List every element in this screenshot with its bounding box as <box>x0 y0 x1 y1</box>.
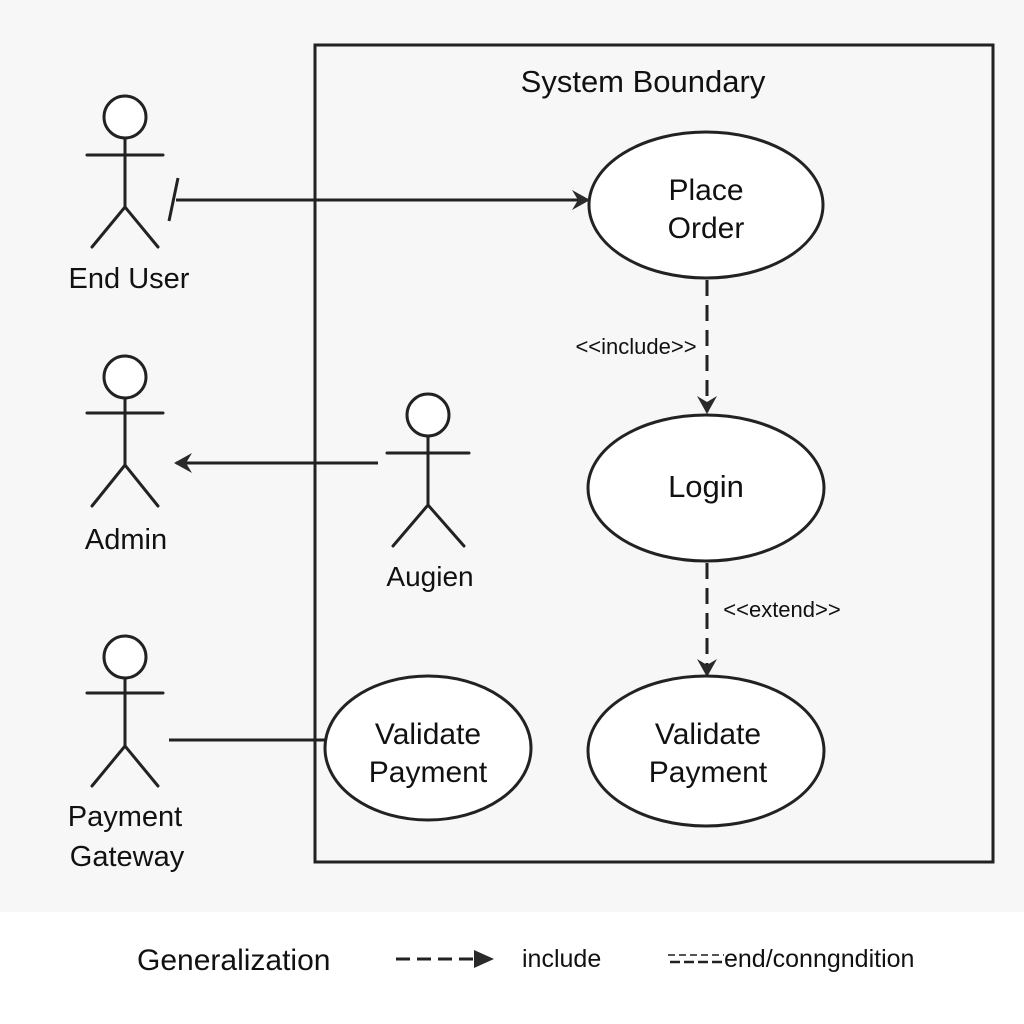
actor-label: End User <box>69 263 190 295</box>
legend: Generalization include end/conngndition <box>137 944 914 977</box>
system-boundary-title: System Boundary <box>521 64 766 99</box>
use-case-place-order[interactable]: Place Order <box>587 130 825 280</box>
actor-head-icon <box>102 354 148 400</box>
relationship-extend[interactable]: <<extend>> <box>697 563 841 677</box>
actor-admin[interactable]: Admin <box>85 354 167 556</box>
actor-head-icon <box>102 94 148 140</box>
extend-stereotype-label: <<extend>> <box>723 597 840 622</box>
actor-left-leg-icon <box>391 503 430 548</box>
use-case-label-line-2: Payment <box>369 756 488 789</box>
actor-right-leg-icon <box>123 205 160 249</box>
legend-item-generalization: Generalization <box>137 944 330 977</box>
use-case-validate-payment-right[interactable]: Validate Payment <box>586 674 826 828</box>
actor-payment-gateway[interactable]: Payment Gateway <box>68 634 185 873</box>
use-case-label-line-1: Validate <box>655 718 761 751</box>
legend-arrowhead-icon <box>474 950 494 968</box>
relationship-include[interactable]: <<include>> <box>575 280 717 414</box>
actor-left-leg-icon <box>90 744 127 788</box>
actor-label-line-1: Payment <box>68 801 182 833</box>
actor-right-leg-icon <box>123 463 160 508</box>
include-stereotype-label: <<include>> <box>575 334 696 359</box>
actor-right-leg-icon <box>426 503 466 548</box>
actor-augien[interactable]: Augien <box>385 392 474 592</box>
actor-head-icon <box>405 392 451 438</box>
use-case-label: Login <box>668 469 744 504</box>
actor-label: Augien <box>386 561 473 592</box>
use-case-label-line-1: Validate <box>375 718 481 751</box>
legend-item-include: include <box>522 945 601 973</box>
use-case-login[interactable]: Login <box>586 413 826 563</box>
relationship-end-user-place-order[interactable] <box>167 177 590 222</box>
use-case-ellipse[interactable] <box>586 674 826 828</box>
use-case-ellipse[interactable] <box>587 130 825 280</box>
actor-right-leg-icon <box>123 744 160 788</box>
legend-item-extend-condition: end/conngndition <box>724 945 914 973</box>
use-case-label-line-1: Place <box>668 174 743 207</box>
use-case-validate-payment-left[interactable]: Validate Payment <box>323 674 533 822</box>
use-case-label-line-2: Payment <box>649 756 768 789</box>
actor-left-leg-icon <box>90 463 127 508</box>
use-case-label-line-2: Order <box>668 212 745 245</box>
actor-head-icon <box>102 634 148 680</box>
actor-label: Admin <box>85 524 167 556</box>
use-case-ellipse[interactable] <box>323 674 533 822</box>
use-case-ellipse[interactable] <box>586 413 826 563</box>
actor-label-line-2: Gateway <box>70 841 185 873</box>
actor-left-leg-icon <box>90 205 127 249</box>
actor-end-user[interactable]: End User <box>69 94 190 295</box>
association-tick-mark <box>167 177 180 222</box>
